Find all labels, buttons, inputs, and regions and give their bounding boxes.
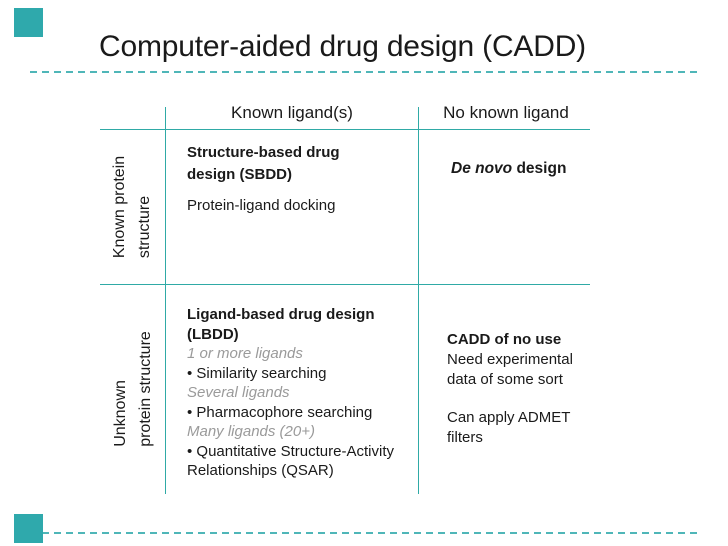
no-use-line: Can apply ADMET [447,409,571,426]
sbdd-heading-line1: Structure-based drug [187,144,340,161]
lbdd-line: (LBDD) [187,325,239,343]
lbdd-line: Ligand-based drug design [187,306,375,323]
grid-vertical-line-2 [418,107,419,494]
row-header-line: Known protein [111,155,129,258]
sbdd-heading-line2: design (SBDD) [187,166,292,183]
sbdd-body: Protein-ligand docking [187,197,336,214]
lbdd-line: Relationships (QSAR) [187,462,334,479]
de-novo-rest: design [512,160,567,177]
no-use-heading: CADD of no use [447,331,562,348]
cell-de-novo-design: De novo design [451,160,566,178]
lbdd-line: 1 or more ligands [187,345,303,362]
row-header-line: protein structure [136,331,154,447]
no-use-line: Need experimental [447,351,573,368]
col-header-no-known-ligand: No known ligand [443,103,569,122]
de-novo-emphasis: De novo [451,160,513,177]
cell-cadd-no-use: CADD of no use Need experimental data of… [447,330,573,448]
cell-sbdd: Structure-based drug design (SBDD) Prote… [187,142,412,217]
col-header-known-ligands: Known ligand(s) [231,103,353,122]
lbdd-line: • Similarity searching [187,364,327,382]
corner-accent-square-top [14,8,43,37]
corner-accent-square-bottom [14,514,43,543]
top-dashed-rule [30,71,698,73]
row-header-unknown-protein-structure: Unknown protein structure [100,284,165,494]
grid-horizontal-line-1 [100,129,590,130]
no-use-line: filters [447,429,483,446]
row-header-line: structure [136,195,154,258]
lbdd-line: Several ligands [187,384,290,401]
no-use-line: data of some sort [447,371,563,388]
grid-horizontal-line-2 [100,284,590,285]
grid-vertical-line-1 [165,107,166,494]
lbdd-line: • Quantitative Structure-Activity [187,442,394,460]
cell-lbdd: Ligand-based drug design (LBDD) 1 or mor… [187,305,394,481]
slide-title: Computer-aided drug design (CADD) [99,30,586,63]
lbdd-line: • Pharmacophore searching [187,403,373,421]
row-header-known-protein-structure: Known protein structure [100,129,165,284]
row-header-line: Unknown [111,380,129,447]
lbdd-line: Many ligands (20+) [187,423,315,440]
bottom-dashed-rule [30,532,698,534]
